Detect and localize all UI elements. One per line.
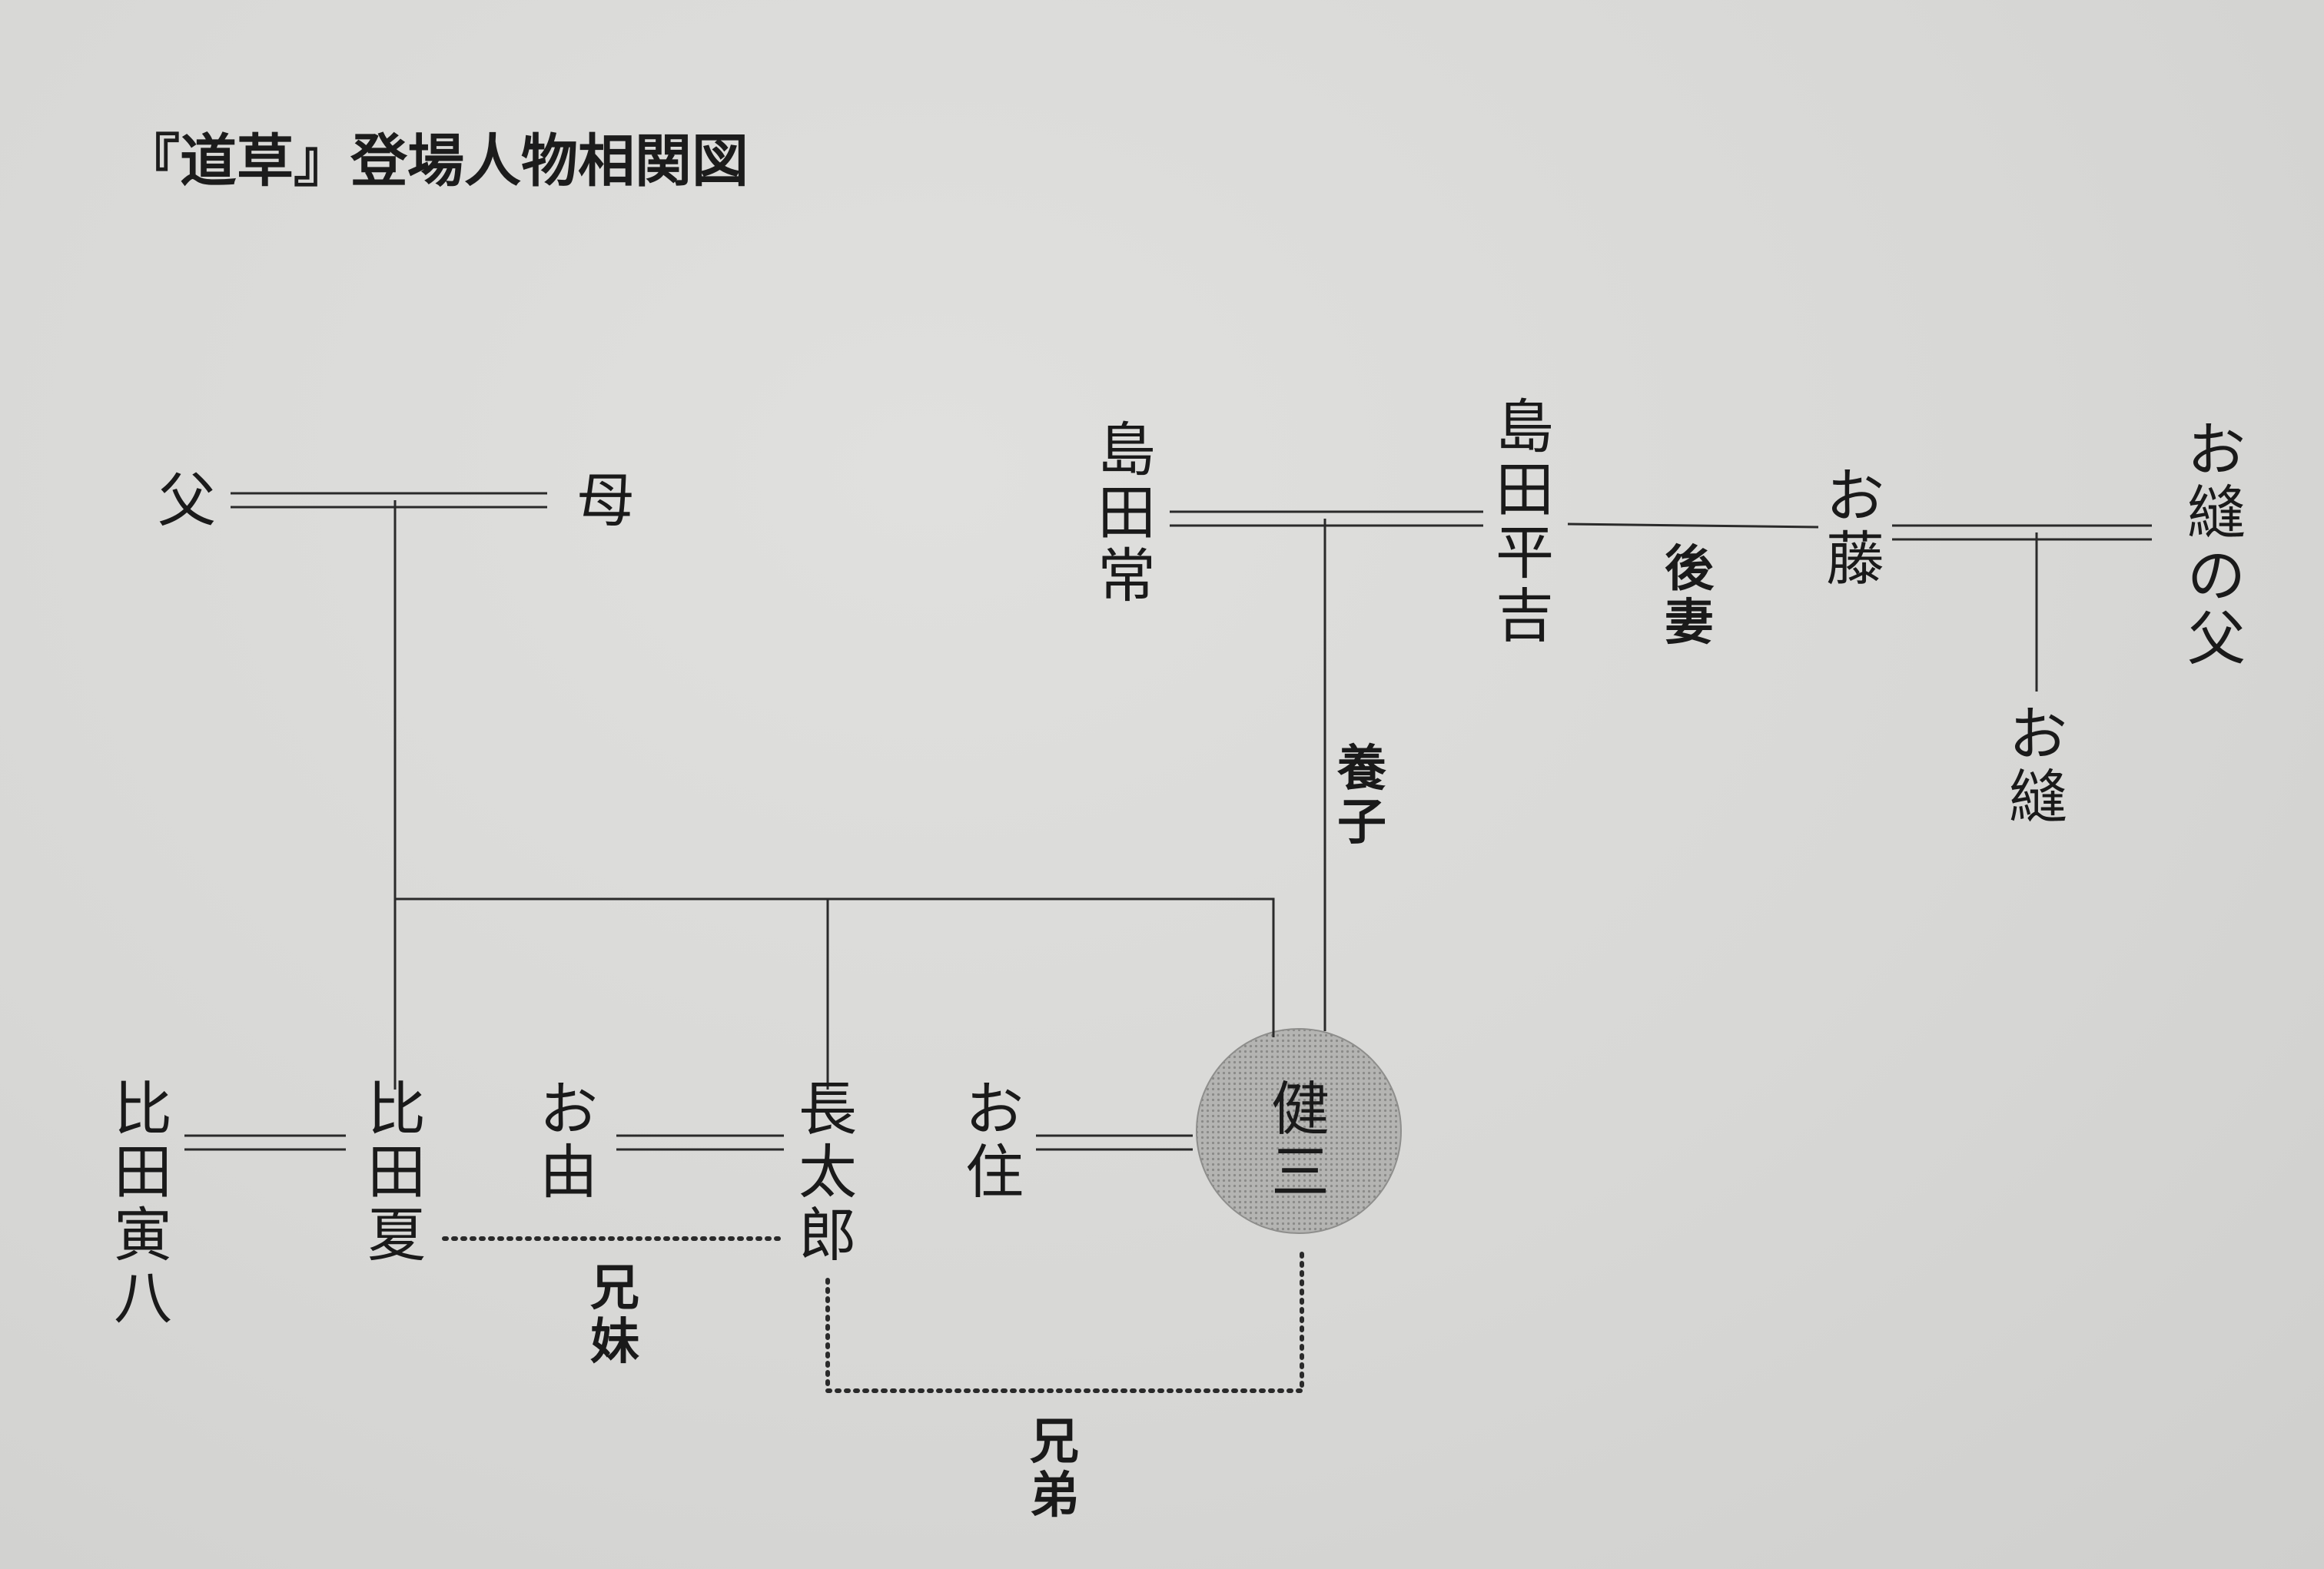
node-shimada-tsune: 島田常 xyxy=(1097,416,1156,610)
label-brothers: 兄弟 xyxy=(1030,1414,1079,1524)
node-oyoshi: お由 xyxy=(540,1075,598,1206)
marriage-line-tsune-heikichi xyxy=(1170,510,1483,527)
label-siblings-brother-sister: 兄妹 xyxy=(590,1260,639,1371)
line-heikichi-ofuji xyxy=(1567,522,1819,529)
node-kenzo: 健三 xyxy=(1271,1075,1330,1206)
node-shimada-heikichi: 島田平吉 xyxy=(1496,393,1554,650)
node-onui-father: お縫の父 xyxy=(2187,416,2246,673)
marriage-line-torahachi-natsu xyxy=(184,1134,346,1151)
node-chotaro: 長太郎 xyxy=(798,1075,857,1269)
node-father: 父 xyxy=(158,466,216,535)
line-sibling-bar xyxy=(395,897,1275,1037)
node-osumi: お住 xyxy=(965,1075,1024,1206)
marriage-line-osumi-kenzo xyxy=(1036,1134,1193,1151)
node-ofuji: お藤 xyxy=(1826,462,1884,593)
dotted-line-chotaro-kenzo xyxy=(825,1247,1304,1393)
diagram-title: 『道草』登場人物相関図 xyxy=(123,128,749,194)
kenzo-highlight-circle xyxy=(1196,1028,1402,1234)
marriage-line-oyoshi-chotaro xyxy=(616,1134,784,1151)
label-adopted-child: 養子 xyxy=(1337,741,1386,851)
marriage-line-father-mother xyxy=(231,492,547,509)
node-onui: お縫 xyxy=(2009,700,2067,831)
label-second-wife: 後妻 xyxy=(1665,541,1715,652)
node-mother: 母 xyxy=(576,466,635,535)
node-hida-torahachi: 比田寅八 xyxy=(114,1075,172,1332)
node-hida-natsu: 比田夏 xyxy=(367,1075,426,1269)
marriage-line-ofuji-onui-father xyxy=(1892,524,2152,541)
